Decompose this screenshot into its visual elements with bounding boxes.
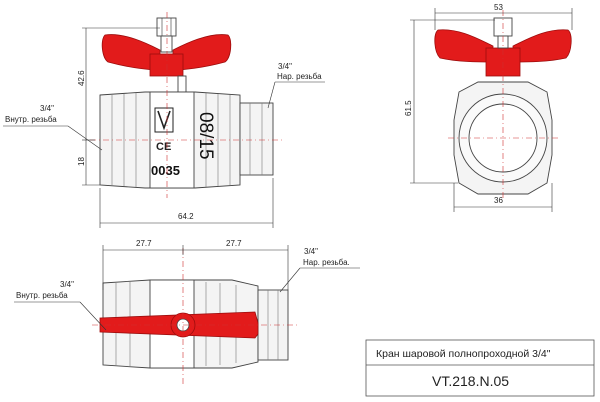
dim-length: 64.2 [178, 212, 194, 221]
title-block-name: Кран шаровой полнопроходной 3/4" [376, 348, 551, 360]
handle-hub [149, 53, 184, 77]
dim-height-bottom: 18 [77, 157, 86, 166]
title-block-code: VT.218.N.05 [432, 373, 509, 389]
side-dim-height: 61.5 [404, 100, 413, 116]
butterfly-handle [101, 34, 161, 71]
side-dim-width-top: 53 [494, 3, 503, 12]
female-thread-label: Внутр. резьба [5, 115, 57, 124]
male-thread-label: Нар. резьба [277, 72, 322, 81]
top-male-thread-label: Нар. резьба. [303, 258, 350, 267]
dim-height-top: 42.6 [77, 70, 86, 86]
side-handle-right [512, 29, 572, 63]
marking-number: 0035 [151, 163, 180, 178]
female-thread-size: 3/4" [40, 104, 54, 113]
male-thread-size: 3/4" [278, 62, 292, 71]
side-handle-left [434, 29, 494, 63]
side-dim-width-bottom: 36 [494, 196, 503, 205]
front-view: CE 0035 08/15 42.6 18 64.2 3/4" Нар. рез… [3, 12, 325, 228]
title-block: Кран шаровой полнопроходной 3/4" VT.218.… [365, 339, 595, 397]
top-view: 27.7 27.7 3/4" Нар. резьба. 3/4" Внутр. … [14, 239, 360, 385]
side-view: 53 61.5 36 [404, 3, 573, 212]
marking-pressure: 08/15 [195, 112, 216, 160]
ce-mark: CE [156, 141, 171, 153]
male-thread-nipple [239, 102, 274, 176]
top-female-thread-label: Внутр. резьба [16, 291, 68, 300]
top-male-thread-size: 3/4" [304, 247, 318, 256]
handle-stop [177, 75, 187, 93]
stem [160, 35, 173, 53]
stem-nut [156, 17, 177, 37]
top-dim-right: 27.7 [226, 239, 242, 248]
top-female-thread-size: 3/4" [60, 280, 74, 289]
top-dim-left: 27.7 [136, 239, 152, 248]
butterfly-handle-right [172, 34, 232, 71]
